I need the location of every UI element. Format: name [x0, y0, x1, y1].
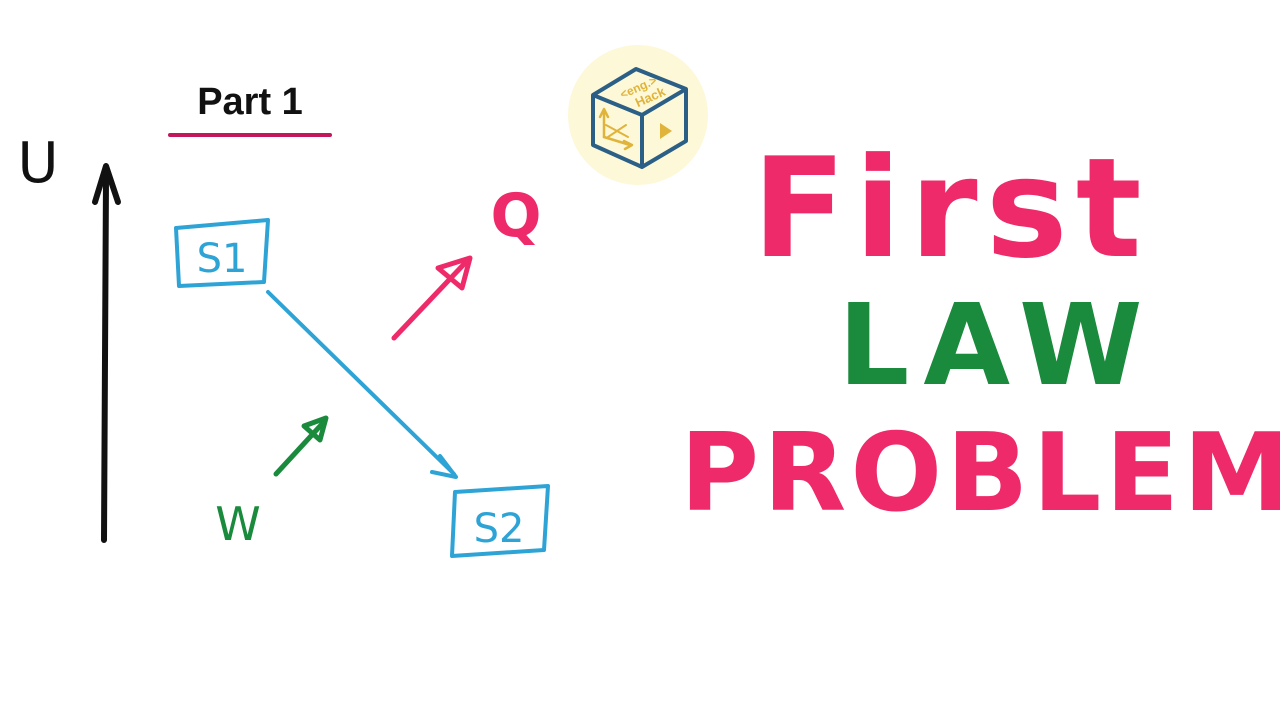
- u-axis-arrowhead: [92, 163, 121, 205]
- title-problem: PROBLEM: [680, 411, 1280, 536]
- part-label: Part 1: [197, 81, 303, 123]
- energy-diagram: U S1 S2 Q W: [18, 131, 550, 558]
- u-axis-line: [101, 175, 109, 543]
- cube-icon: <eng.> Hack: [591, 67, 688, 169]
- enghack-logo: <eng.> Hack: [568, 45, 708, 185]
- heat-arrow: [391, 259, 469, 341]
- u-axis-label: U: [18, 131, 59, 196]
- heat-arrowhead: [435, 255, 473, 291]
- process-arrowhead: [430, 454, 458, 479]
- work-arrow: [273, 421, 325, 477]
- state-2-box: [450, 484, 550, 558]
- part-underline: [168, 133, 332, 137]
- state-2-label: S2: [474, 506, 525, 552]
- work-label: W: [215, 497, 260, 551]
- title-law: LAW: [838, 281, 1157, 411]
- state-1-label: S1: [197, 236, 248, 282]
- state-1-box: [174, 218, 270, 288]
- process-arrow: [266, 290, 456, 476]
- work-arrowhead: [301, 415, 329, 443]
- title-first: First: [752, 128, 1150, 289]
- heat-label: Q: [490, 181, 541, 251]
